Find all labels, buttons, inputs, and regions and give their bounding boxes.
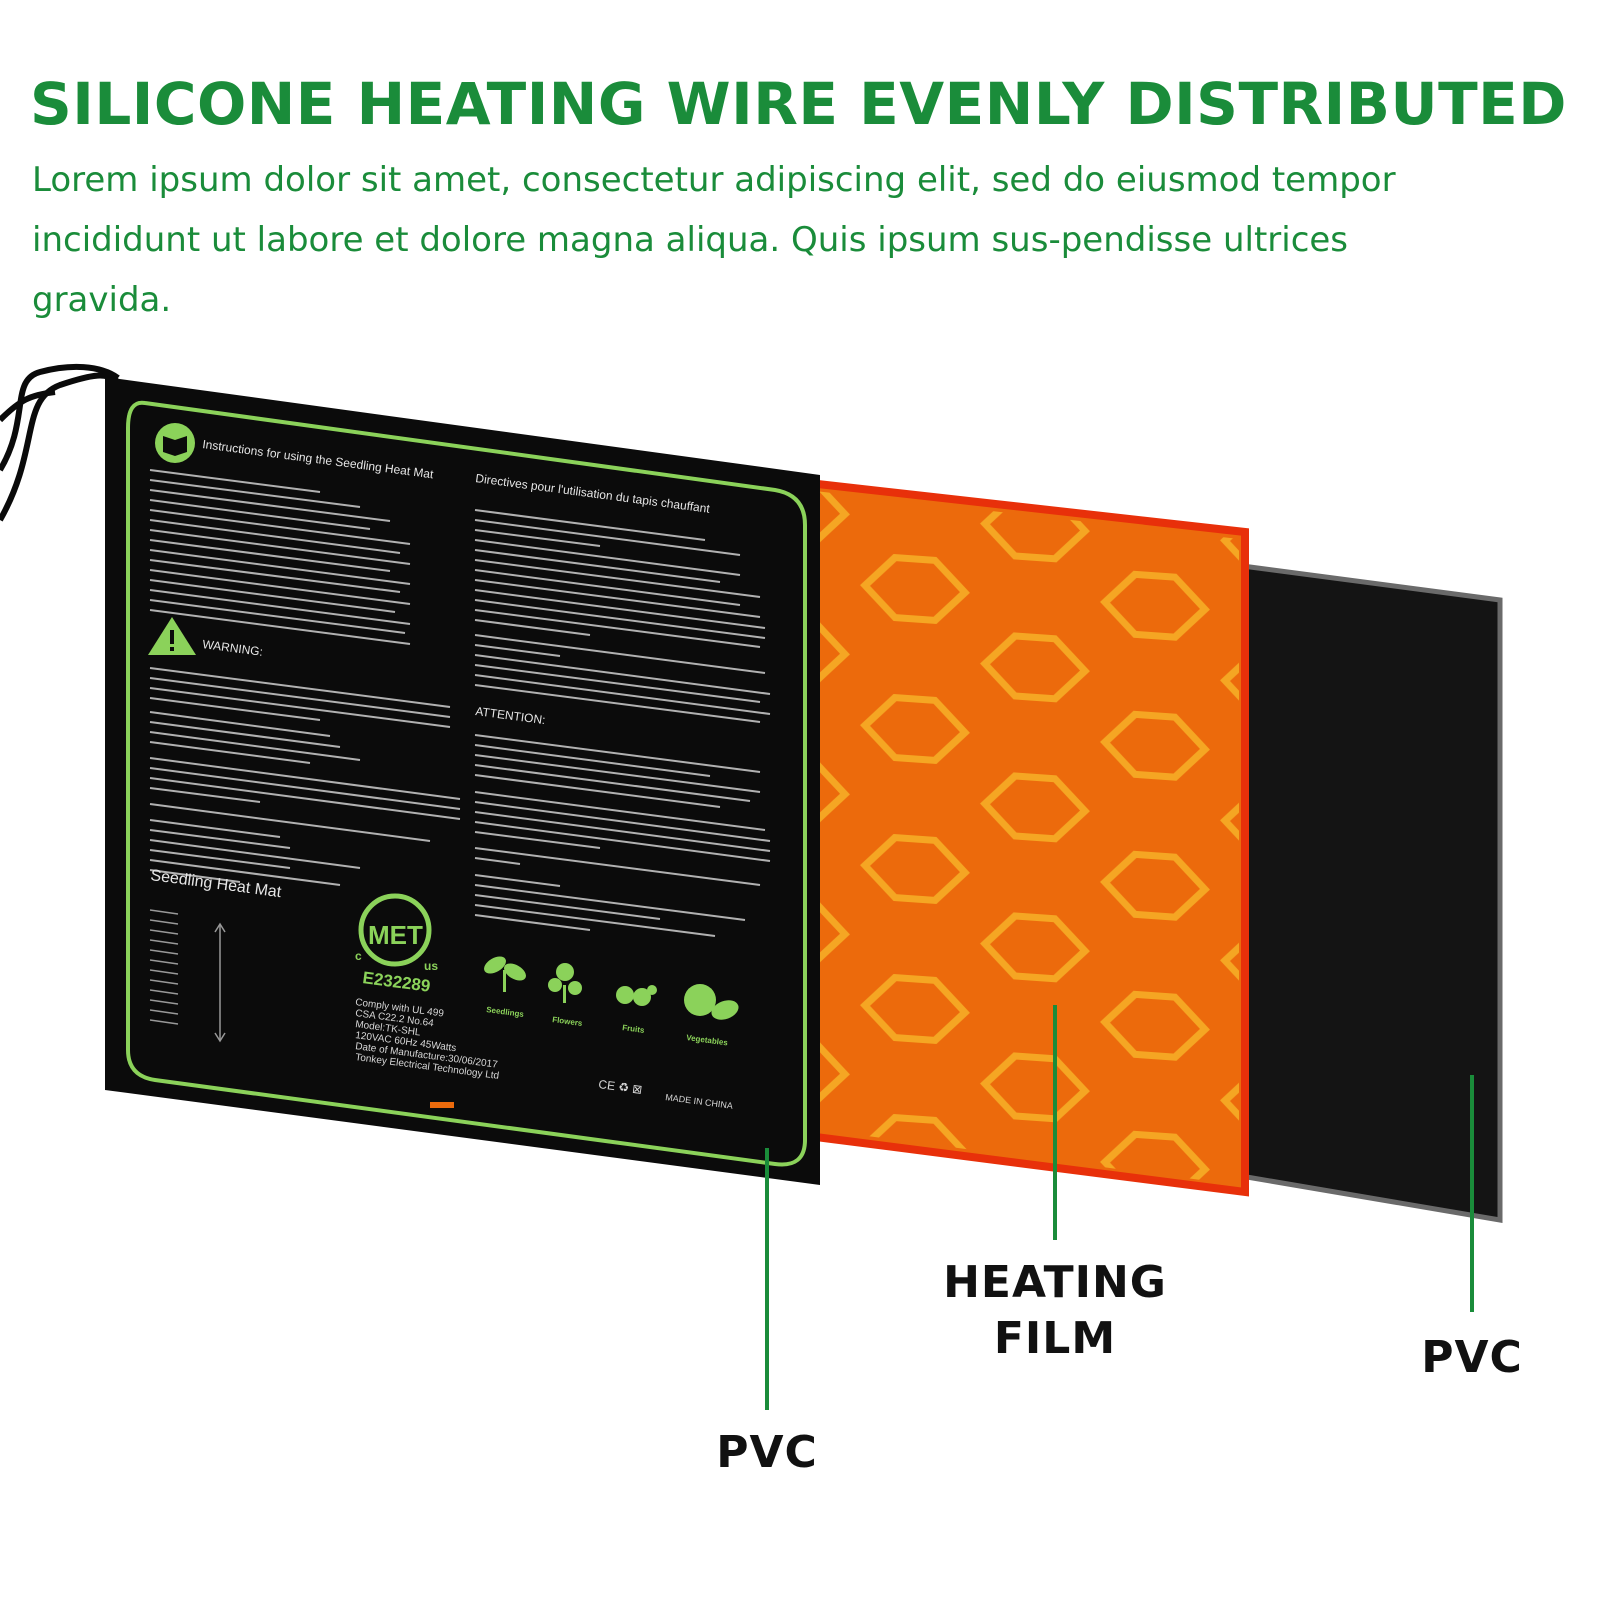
svg-text:us: us [424,959,438,973]
compliance-marks: CE ♻ ⊠ [598,1077,644,1097]
seedlings-icon [484,956,526,992]
flowers-label: Flowers [552,1015,584,1028]
french-text-block [474,509,771,723]
svg-text:MET: MET [368,920,423,950]
flowers-icon [548,963,582,1003]
front-pvc-layer: Instructions for using the Seedling Heat… [105,377,820,1185]
heating-film-label-line2: FILM [993,1313,1117,1364]
book-icon [155,423,195,463]
orange-tab [430,1102,454,1108]
vegetables-icon [684,984,739,1020]
heating-film-layer [796,477,1249,1197]
warning-icon [148,617,196,655]
germination-table [149,909,226,1043]
svg-text:c: c [355,949,362,963]
heating-film-label-line1: HEATING [943,1257,1167,1308]
power-cord [0,363,123,522]
instructions-text-block [149,469,411,645]
warning-text-block [149,667,461,886]
attention-text-block [474,734,771,937]
description-text: Lorem ipsum dolor sit amet, consectetur … [32,160,1396,320]
back-pvc-layer [1232,562,1503,1223]
fruits-icon [616,985,657,1006]
page-title: SILICONE HEATING WIRE EVENLY DISTRIBUTED [30,70,1567,138]
back-pvc-label: PVC [1421,1332,1523,1383]
fruits-label: Fruits [622,1023,646,1035]
front-pvc-label: PVC [716,1427,818,1478]
heating-film-label: HEATING FILM [925,1255,1185,1367]
